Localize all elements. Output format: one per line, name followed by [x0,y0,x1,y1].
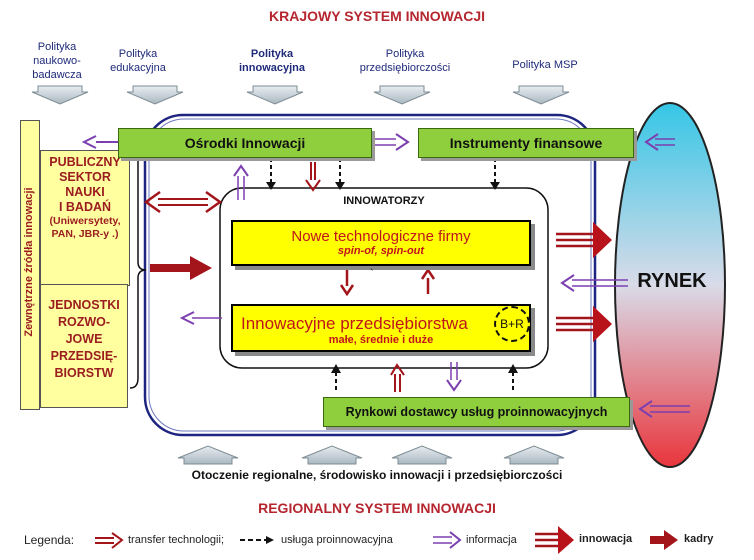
info-arrow-up-to-centers [233,164,249,200]
transfer-arrow-science-bidirectional [143,190,223,214]
innovative-enterprises-subtitle: małe, średnie i duże [328,334,434,346]
public-sector-line3: NAUKI [65,185,105,199]
transfer-arrow-up-from-suppliers [390,363,405,392]
policy-arrow-4 [373,85,431,105]
policy-innovation-line1: Polityka [250,48,294,60]
new-tech-firms-box: Nowe technologiczne firmy spin-of, spin-… [231,220,531,266]
policy-entrepreneurship-line2: przedsiębiorczości [359,62,451,74]
legend-info-label: informacja [466,534,517,546]
policy-sme-line1: Polityka MSP [512,59,578,71]
innovative-enterprises-box: Innowacyjne przedsiębiorstwa małe, średn… [231,304,531,352]
public-sector-line5: (Uniwersytety, [49,215,121,227]
legend-info-symbol [433,531,462,549]
policy-arrow-5 [512,85,570,105]
transfer-arrow-newfirms-down [339,270,355,297]
enterprise-rd-units-box: JEDNOSTKI ROZWO- JOWE PRZEDSIĘ- BIORSTW [40,284,128,408]
policy-innovation: Polityka innowacyjna [222,47,322,75]
legend-transfer-label: transfer technologii; [128,534,224,546]
policy-sme: Polityka MSP [500,58,590,72]
transfer-arrow-enterprises-up [420,267,436,294]
public-science-sector-box: PUBLICZNY SEKTOR NAUKI I BADAŃ (Uniwersy… [40,150,130,286]
environment-label: Otoczenie regionalne, środowisko innowac… [191,468,563,482]
innovators-label: INNOWATORZY [343,195,425,207]
policy-entrepreneurship: Polityka przedsiębiorczości [345,47,465,75]
policy-education-line2: edukacyjna [110,62,166,74]
legend-label: Legenda: [24,533,75,547]
service-arrow-up-2 [508,364,518,390]
external-sources-column [20,120,40,410]
innovation-arrow-newfirms-to-market [556,222,612,258]
public-sector-line2: SEKTOR [59,170,111,184]
policy-arrow-2 [126,85,184,105]
transfer-arrow-centers-down [305,162,321,192]
legend-service-symbol [240,536,274,544]
legend-innovation-label: innowacja [579,533,633,545]
innovation-centers-box: Ośrodki Innowacji [118,128,372,158]
title-national-system: KRAJOWY SYSTEM INNOWACJI [269,8,485,24]
regional-frame-inner [148,118,592,432]
service-arrow-up-1 [331,364,341,390]
policy-innovation-line2: innowacyjna [238,62,306,74]
policy-entrepreneurship-line1: Polityka [385,48,425,60]
service-arrow-1 [266,158,276,190]
policy-education-line1: Polityka [118,48,158,60]
legend-innovation-symbol [535,526,574,554]
policy-arrow-1 [31,85,89,105]
market-label: RYNEK [637,270,707,292]
service-arrow-3 [490,158,500,190]
info-arrow-down-to-suppliers [446,362,462,392]
rd-units-line1: JEDNOSTKI [48,298,120,312]
policy-science: Polityka naukowo- badawcza [22,40,92,82]
rd-units-line5: BIORSTW [54,366,114,380]
rd-units-line2: ROZWO- [57,315,111,329]
info-arrow-market-to-suppliers [638,400,690,418]
title-regional-system: REGIONALNY SYSTEM INNOWACJI [258,500,496,516]
policy-arrow-3 [246,85,304,105]
innovation-arrow-enterprises-to-market [556,306,612,342]
new-tech-firms-title: Nowe technologiczne firmy [291,228,471,245]
regional-frame [143,113,597,437]
info-arrow-centers-to-finance [374,133,410,151]
policy-science-line1: Polityka [37,41,77,53]
rd-badge: B+R [494,306,530,342]
legend-personnel-symbol [650,530,678,550]
legend-service-label: usługa proinnowacyjna [281,534,393,546]
external-sources-label: Zewnętrzne źródła innowacji [23,187,35,337]
info-arrow-innovators-left [179,311,222,325]
left-brace [129,151,147,389]
policy-arrows-down [31,85,570,105]
service-arrow-2 [335,158,345,190]
stray-mark: ` [370,268,374,280]
market-suppliers-box: Rynkowi dostawcy usług proinnowacyjnych [323,397,630,427]
new-tech-firms-subtitle: spin-of, spin-out [337,245,425,257]
public-sector-line4: I BADAŃ [58,200,112,214]
info-arrow-market-to-innovators [560,274,628,292]
market-ellipse [614,102,726,468]
public-sector-line1: PUBLICZNY [49,155,121,169]
environment-arrows-up [177,445,565,465]
policy-education: Polityka edukacyjna [98,47,178,75]
public-sector-line6: PAN, JBR-y .) [51,228,119,240]
financial-instruments-box: Instrumenty finansowe [418,128,634,158]
legend-transfer-symbol [95,532,124,549]
rd-units-line3: JOWE [65,332,103,346]
info-arrow-centers-left [81,135,118,149]
personnel-arrow-into-innovators [150,256,212,280]
policy-science-line2: naukowo- [33,55,81,67]
legend-personnel-label: kadry [684,533,714,545]
innovative-enterprises-title: Innowacyjne przedsiębiorstwa [241,314,468,333]
rd-units-line4: PRZEDSIĘ- [50,349,118,363]
info-arrow-market-to-finance [644,133,675,151]
policy-science-line3: badawcza [32,69,82,81]
